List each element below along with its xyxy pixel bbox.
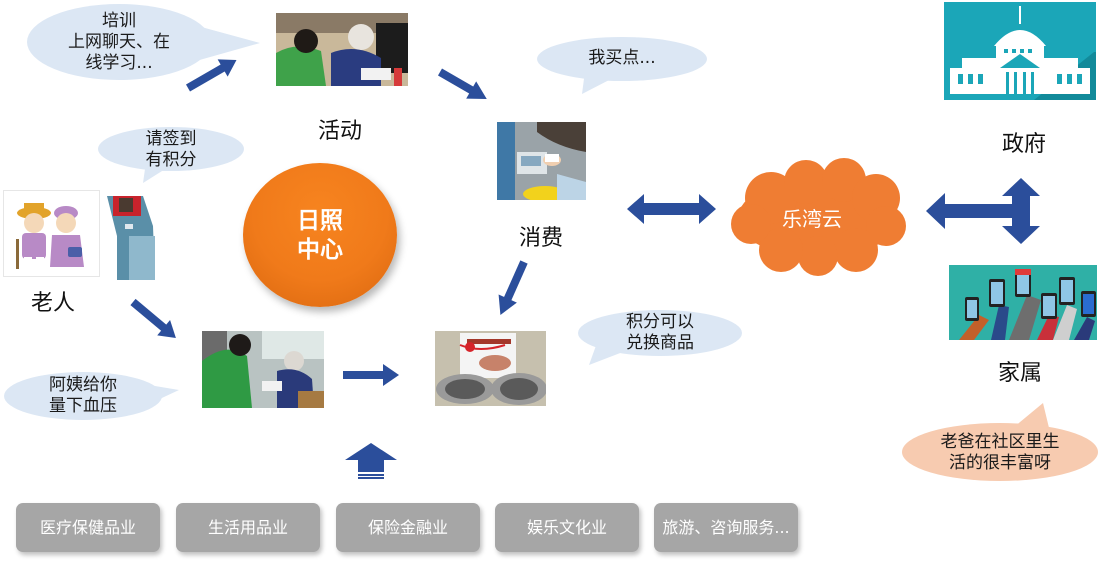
bubble-training: 培训 上网聊天、在 线学习...	[14, 3, 260, 83]
lewan-cloud-node	[726, 158, 910, 278]
industry-medical[interactable]: 医疗保健品业	[16, 503, 160, 552]
lewan-cloud-label: 乐湾云	[782, 207, 842, 231]
industry-entertainment-culture[interactable]: 娱乐文化业	[495, 503, 639, 552]
government-icon-box	[944, 2, 1096, 100]
card-payment-image	[497, 122, 586, 200]
bubble-checkin: 请签到 有积分	[98, 126, 248, 186]
gift-box-plates-image	[435, 331, 546, 406]
industry-tourism-consulting[interactable]: 旅游、咨询服务...	[654, 503, 798, 552]
elderly-computer-training-image	[276, 13, 408, 86]
bubble-buy: 我买点...	[537, 36, 709, 96]
arrow-health-to-goods	[343, 364, 399, 386]
bubble-points-exchange: 积分可以 兑换商品	[573, 310, 743, 370]
cloud-shape	[731, 158, 906, 276]
day-care-center-node: 日照 中心	[243, 163, 397, 307]
bubble-blood-pressure: 阿姨给你 量下血压	[3, 372, 183, 422]
government-building-icon	[944, 2, 1096, 100]
bubble-shape	[98, 127, 244, 183]
arrow-activity-to-consumption	[438, 68, 487, 99]
elderly-cartoon	[3, 190, 100, 277]
check-in-kiosk	[103, 196, 156, 280]
family-label: 家属	[998, 361, 1043, 386]
goods-photo	[435, 331, 546, 406]
activity-photo	[276, 13, 408, 86]
bubble-text: 我买点...	[588, 48, 656, 68]
day-care-center-label: 日照 中心	[297, 208, 343, 263]
arrow-consumption-to-goods	[498, 260, 528, 315]
arrow-elderly-to-health	[130, 298, 176, 338]
arrow-to-activity	[186, 59, 237, 92]
bubble-text: 培训 上网聊天、在 线学习...	[68, 11, 170, 73]
consumption-photo	[497, 122, 586, 200]
kiosk-image	[103, 196, 156, 280]
bubble-text: 老爸在社区里生 活的很丰富呀	[940, 432, 1060, 473]
family-image	[949, 265, 1097, 340]
hands-holding-phones-image	[949, 265, 1097, 340]
bubble-text: 请签到 有积分	[145, 129, 197, 170]
bubble-shape	[578, 310, 742, 365]
bubble-text: 积分可以 兑换商品	[626, 312, 694, 353]
bubble-shape	[27, 4, 260, 80]
arrow-industries-up	[345, 443, 397, 479]
activity-label: 活动	[318, 119, 363, 144]
industry-insurance-finance[interactable]: 保险金融业	[336, 503, 480, 552]
blood-pressure-image	[202, 331, 324, 408]
bubble-text: 阿姨给你 量下血压	[49, 375, 117, 416]
bubble-shape	[902, 403, 1098, 481]
government-label: 政府	[1002, 132, 1047, 157]
elderly-couple-cartoon-image	[4, 191, 99, 276]
consumption-label: 消费	[519, 226, 564, 251]
elderly-label: 老人	[31, 291, 76, 316]
bubble-shape	[4, 372, 179, 420]
industry-daily-goods[interactable]: 生活用品业	[176, 503, 320, 552]
arrow-consumption-cloud-bidirectional	[627, 194, 716, 224]
bubble-shape	[537, 37, 707, 94]
arrow-cloud-to-government-family	[926, 178, 1040, 244]
blood-pressure-photo	[202, 331, 324, 408]
bubble-family-comment: 老爸在社区里生 活的很丰富呀	[890, 402, 1112, 482]
